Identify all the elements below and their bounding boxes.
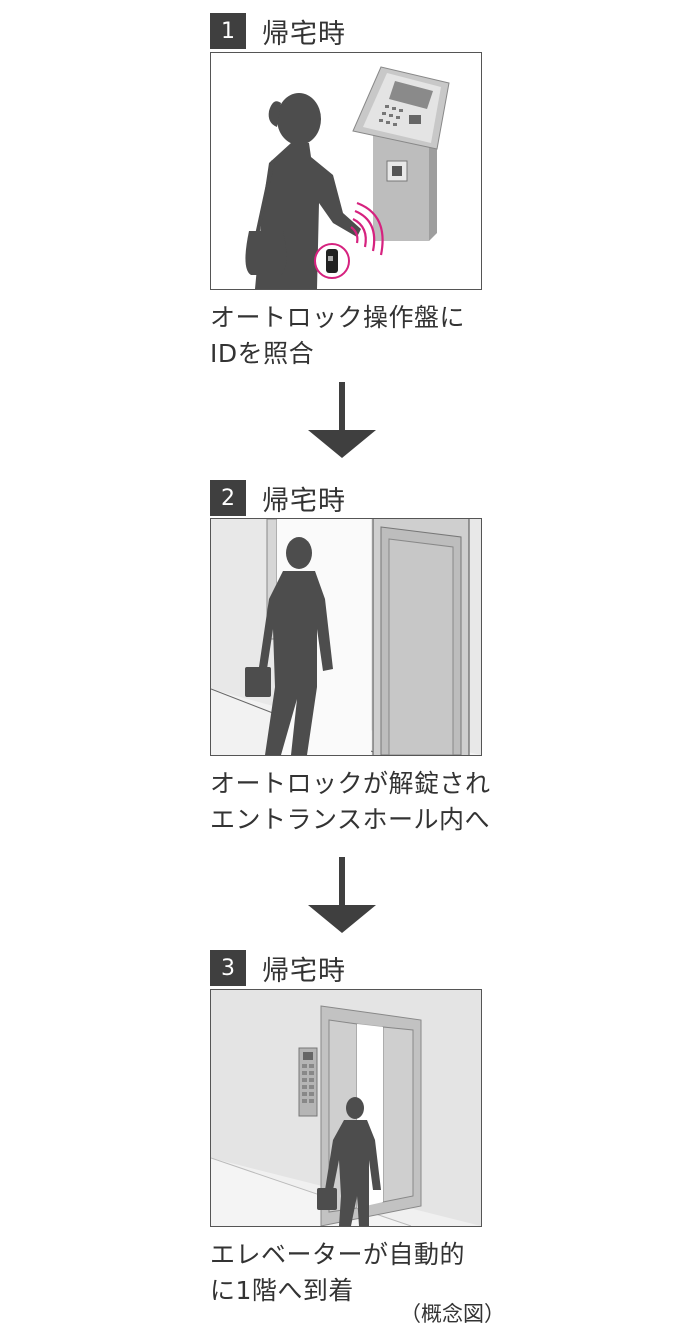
autolock-panel [352, 66, 450, 241]
step-3-label: 3 帰宅時 [210, 950, 346, 987]
step-3-caption-line-2: に1階へ到着 [210, 1276, 354, 1305]
concept-diagram-note: （概念図） [400, 1302, 505, 1326]
step-1-caption-line-1: オートロック操作盤に [210, 303, 466, 332]
step-1-number: 1 [210, 13, 246, 49]
step-2-illustration [210, 518, 482, 756]
man-silhouette [245, 537, 333, 755]
step-2-caption-line-1: オートロックが解錠され [210, 769, 491, 798]
man-silhouette [317, 1097, 381, 1226]
step-1-illustration [210, 52, 482, 290]
step-1-caption: オートロック操作盤に IDを照合 [210, 300, 465, 372]
step-2-label: 2 帰宅時 [210, 480, 346, 517]
step-1-caption-line-2: IDを照合 [210, 339, 315, 368]
step-1-label: 1 帰宅時 [210, 13, 346, 50]
step-3-caption-line-1: エレベーターが自動的 [210, 1240, 466, 1269]
step-2-number: 2 [210, 480, 246, 516]
step-3-illustration [210, 989, 482, 1227]
step-2-title: 帰宅時 [262, 485, 346, 517]
entrance-door-closed [372, 519, 470, 755]
key-tag [314, 243, 350, 279]
step-3-caption: エレベーターが自動的 に1階へ到着 [210, 1237, 465, 1309]
down-arrow-icon [308, 857, 376, 933]
step-3-title: 帰宅時 [262, 955, 346, 987]
step-3-number: 3 [210, 950, 246, 986]
elevator-call-panel [298, 1047, 318, 1117]
down-arrow-icon [308, 382, 376, 458]
step-1-title: 帰宅時 [262, 18, 346, 50]
nfc-signal-icon [350, 201, 384, 256]
step-2-caption: オートロックが解錠され エントランスホール内へ [210, 766, 491, 838]
woman-silhouette [245, 93, 361, 289]
step-2-caption-line-2: エントランスホール内へ [210, 805, 491, 834]
